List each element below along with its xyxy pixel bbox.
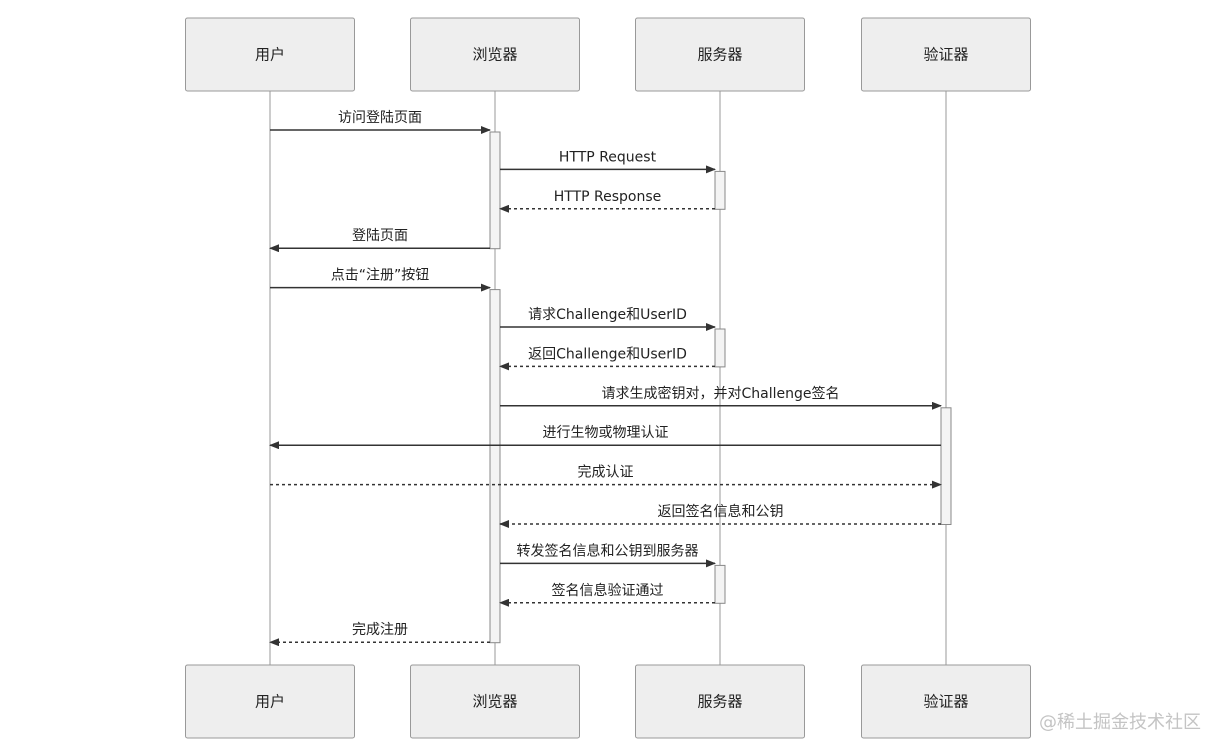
- message-label: 请求Challenge和UserID: [528, 307, 687, 323]
- participant-box: [635, 17, 805, 92]
- message: HTTP Request: [500, 149, 716, 174]
- activation-bar-authenticator: [940, 407, 952, 525]
- participant-box-user-bottom: 用户: [185, 664, 355, 739]
- participant-box-server-top: 服务器: [635, 17, 805, 92]
- participant-label: 服务器: [697, 693, 742, 711]
- participant-box-browser-top: 浏览器: [410, 17, 580, 92]
- participant-box: [861, 17, 1031, 92]
- message-label: 点击“注册”按钮: [331, 268, 430, 284]
- message: 登陆页面: [269, 228, 490, 253]
- participant-box: [410, 664, 580, 739]
- message: 完成注册: [269, 622, 490, 647]
- participant-box-server-bottom: 服务器: [635, 664, 805, 739]
- participant-label: 浏览器: [472, 46, 517, 64]
- participant-box: [185, 664, 355, 739]
- message-label: 登陆页面: [352, 228, 408, 244]
- message: 请求Challenge和UserID: [500, 307, 716, 331]
- message-label: HTTP Request: [559, 149, 657, 165]
- participant-label: 验证器: [923, 693, 968, 711]
- message-label: 转发签名信息和公钥到服务器: [517, 542, 699, 559]
- message: 返回签名信息和公钥: [499, 503, 941, 528]
- participant-box-browser-bottom: 浏览器: [410, 664, 580, 739]
- message: 进行生物或物理认证: [269, 425, 941, 450]
- participant-label: 用户: [255, 46, 285, 64]
- message: HTTP Response: [499, 189, 715, 213]
- message: 完成认证: [270, 465, 942, 489]
- message: 转发签名信息和公钥到服务器: [500, 542, 716, 568]
- participant-label: 浏览器: [472, 693, 517, 711]
- message: 返回Challenge和UserID: [499, 346, 715, 371]
- message-label: 进行生物或物理认证: [543, 425, 669, 441]
- message: 访问登陆页面: [270, 110, 491, 134]
- participant-box: [185, 17, 355, 92]
- activation-bar-server: [714, 170, 726, 210]
- participant-label: 验证器: [923, 46, 968, 64]
- message: 签名信息验证通过: [499, 582, 715, 607]
- watermark: @稀土掘金技术社区: [1039, 712, 1201, 733]
- participant-box-authenticator-bottom: 验证器: [861, 664, 1031, 739]
- participant-box: [861, 664, 1031, 739]
- participants: 用户浏览器服务器验证器用户浏览器服务器验证器: [185, 17, 1031, 739]
- lifelines: [269, 91, 947, 665]
- activation-bar-server: [714, 328, 726, 368]
- activation-bar-server: [714, 564, 726, 604]
- message-label: 访问登陆页面: [338, 110, 422, 126]
- message-label: 签名信息验证通过: [552, 582, 664, 599]
- message-label: HTTP Response: [554, 189, 662, 205]
- message: 请求生成密钥对，并对Challenge签名: [500, 385, 942, 410]
- participant-label: 服务器: [697, 46, 742, 64]
- participant-label: 用户: [255, 693, 285, 711]
- participant-box-user-top: 用户: [185, 17, 355, 92]
- message-label: 返回Challenge和UserID: [528, 346, 687, 362]
- message: 点击“注册”按钮: [270, 268, 491, 292]
- activation-bar-browser: [489, 289, 501, 644]
- activation-bars: [489, 131, 952, 644]
- message-label: 返回签名信息和公钥: [658, 503, 784, 520]
- participant-box: [410, 17, 580, 92]
- message-label: 请求生成密钥对，并对Challenge签名: [602, 385, 840, 402]
- participant-box: [635, 664, 805, 739]
- activation-bar-browser: [489, 131, 501, 250]
- message-label: 完成认证: [578, 465, 634, 481]
- message-label: 完成注册: [352, 622, 408, 638]
- participant-box-authenticator-top: 验证器: [861, 17, 1031, 92]
